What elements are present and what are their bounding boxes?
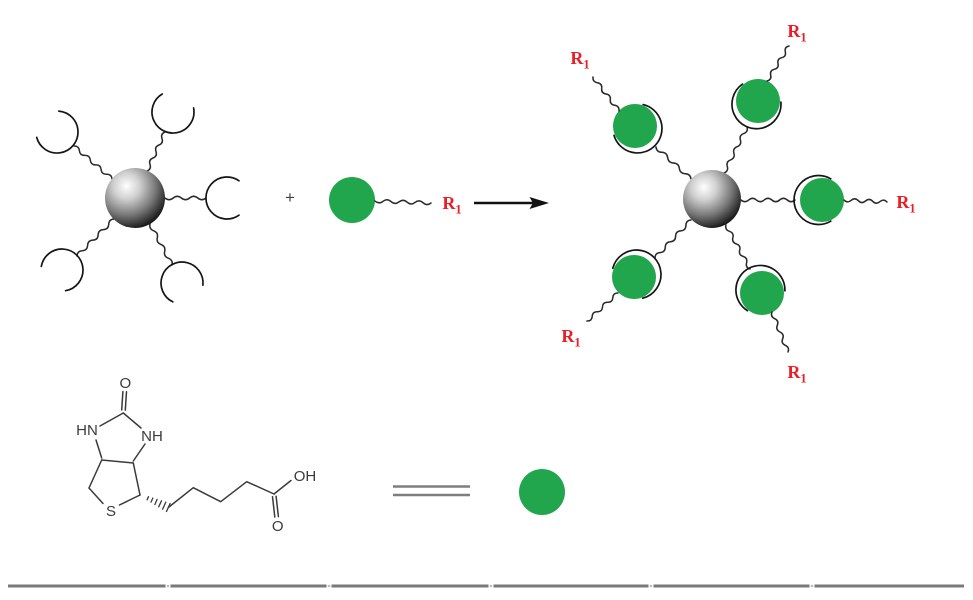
bound-biotin-ball xyxy=(800,178,844,222)
polymer-chain xyxy=(76,218,115,257)
r1-label: R1 xyxy=(561,326,580,349)
polymer-chain xyxy=(164,195,207,201)
r1-label: R1 xyxy=(787,362,806,385)
r1-base: R xyxy=(787,362,801,382)
reactant-nanoparticle xyxy=(35,93,240,303)
arrow-head-icon xyxy=(529,197,549,209)
equals-sign xyxy=(393,485,470,497)
polymer-chain xyxy=(770,311,790,353)
biotin-structure: O HN NH S O OH xyxy=(76,375,316,535)
polymer-chain xyxy=(740,197,796,203)
r1-base: R xyxy=(787,21,801,41)
bound-biotin-ball xyxy=(736,79,780,123)
atom-label-o-acid: O xyxy=(272,518,284,535)
legend-biotin-ball xyxy=(519,469,565,515)
receptor-crescent xyxy=(613,103,663,154)
bond xyxy=(122,412,142,429)
bond xyxy=(132,443,146,462)
bond xyxy=(95,439,103,459)
r1-subscript: 1 xyxy=(574,335,581,350)
receptor-crescent xyxy=(205,176,240,220)
bond xyxy=(88,487,104,505)
bound-biotin-ball xyxy=(612,255,656,299)
product-nanoparticle xyxy=(586,45,888,353)
receptor-crescent xyxy=(151,93,195,134)
polymer-chain xyxy=(73,145,113,180)
polymer-chain xyxy=(724,224,751,270)
reaction-arrow xyxy=(474,197,549,209)
r1-subscript: 1 xyxy=(583,57,590,72)
polymer-chain xyxy=(149,223,173,266)
r1-base: R xyxy=(570,48,584,68)
receptor-crescent xyxy=(611,249,662,300)
r1-label: R1 xyxy=(570,48,589,71)
plus-sign: + xyxy=(285,188,295,207)
double-bond xyxy=(271,495,276,518)
double-bond xyxy=(275,495,280,518)
hashed-wedge-bond xyxy=(146,496,171,513)
receptor-crescent xyxy=(735,264,786,312)
atom-label-o-carbonyl: O xyxy=(119,375,131,392)
bond xyxy=(167,480,275,509)
polymer-chain xyxy=(843,198,888,204)
polymer-chain xyxy=(723,126,749,174)
receptor-crescent xyxy=(793,174,832,226)
r1-label: R1 xyxy=(896,192,915,215)
biotin-reagent xyxy=(329,177,432,223)
bond xyxy=(273,479,292,495)
bond xyxy=(132,462,141,496)
bond xyxy=(118,494,141,506)
r1-label: R1 xyxy=(442,193,461,216)
atom-label-oh: OH xyxy=(294,468,317,485)
receptor-crescent xyxy=(731,83,782,130)
atom-label-s: S xyxy=(106,503,116,520)
double-bond xyxy=(124,391,128,411)
r1-subscript: 1 xyxy=(800,371,807,386)
atom-label-nh: NH xyxy=(141,428,163,445)
atom-label-hn: HN xyxy=(76,422,98,439)
bound-biotin-ball xyxy=(613,104,657,148)
bond xyxy=(100,459,135,464)
receptor-crescent xyxy=(40,248,84,292)
bound-biotin-ball xyxy=(740,271,784,315)
bond xyxy=(88,459,103,489)
polymer-chain xyxy=(654,219,692,259)
biotin-ball xyxy=(329,177,375,223)
polymer-chain xyxy=(586,292,619,322)
polymer-chain xyxy=(655,146,692,180)
polymer-chain xyxy=(374,198,432,206)
nanoparticle-core xyxy=(683,170,741,228)
r1-base: R xyxy=(561,326,575,346)
r1-subscript: 1 xyxy=(800,30,807,45)
r1-base: R xyxy=(442,193,456,213)
double-bond xyxy=(120,390,124,411)
r1-subscript: 1 xyxy=(909,201,916,216)
polymer-chain xyxy=(146,131,166,172)
r1-base: R xyxy=(896,192,910,212)
r1-subscript: 1 xyxy=(455,202,462,217)
receptor-crescent xyxy=(35,110,79,154)
receptor-crescent xyxy=(160,261,204,303)
r1-label: R1 xyxy=(787,21,806,44)
polymer-chain xyxy=(766,45,790,82)
bond xyxy=(99,412,125,427)
nanoparticle-core xyxy=(105,168,165,228)
polymer-chain xyxy=(592,76,620,112)
